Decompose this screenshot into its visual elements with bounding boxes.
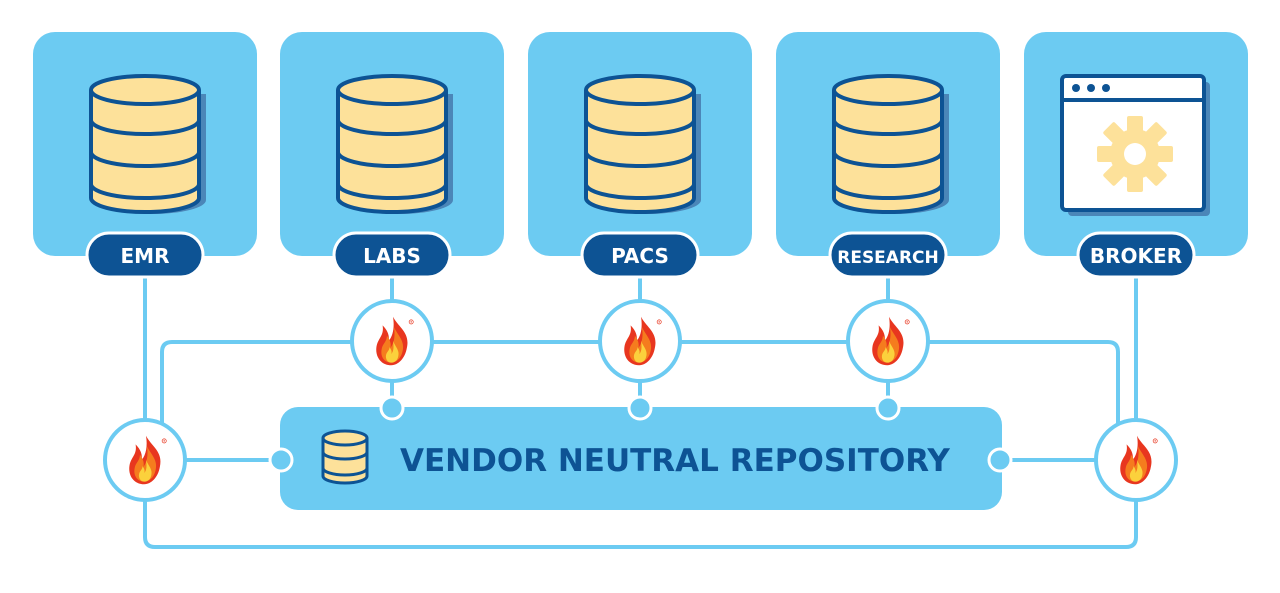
system-tile-research: RESEARCH: [776, 32, 1000, 279]
labs-database-icon: [336, 74, 455, 216]
repository-database-icon: [321, 429, 369, 485]
fhir-node-labs: [350, 299, 434, 383]
outer-loop-line: [143, 498, 1138, 549]
broker-app-gear-icon: [1060, 74, 1210, 216]
research-database-icon: [832, 74, 951, 216]
emr-label: EMR: [121, 244, 170, 268]
system-tile-emr: EMR: [33, 32, 257, 279]
pacs-label-pill: [580, 231, 700, 279]
system-tile-pacs: PACS: [528, 32, 752, 279]
fhir-node-broker: [1094, 418, 1178, 502]
labs-label: LABS: [363, 244, 421, 268]
fhir-nodes: [103, 299, 1178, 502]
emr-database-icon: [89, 74, 208, 216]
labs-label-pill: [332, 231, 452, 279]
connection-dots: [268, 395, 1013, 473]
right-repo-dot: [987, 447, 1013, 473]
repository-label: VENDOR NEUTRAL REPOSITORY: [400, 443, 950, 479]
fhir-node-pacs: [598, 299, 682, 383]
labs-repo-dot: [379, 395, 405, 421]
system-tile-broker: BROKER: [1024, 32, 1248, 279]
research-label: RESEARCH: [837, 248, 939, 268]
pacs-repo-dot: [627, 395, 653, 421]
research-repo-dot: [875, 395, 901, 421]
research-label-pill: [828, 231, 948, 279]
fhir-node-emr: [103, 418, 187, 502]
broker-label: BROKER: [1090, 244, 1182, 268]
repository-box: VENDOR NEUTRAL REPOSITORY: [280, 407, 1002, 510]
pacs-database-icon: [584, 74, 703, 216]
pacs-label: PACS: [611, 244, 669, 268]
left-repo-dot: [268, 447, 294, 473]
fhir-node-research: [846, 299, 930, 383]
emr-label-pill: [85, 231, 205, 279]
system-tiles: EMR LABS PACS RESEARCH BROKER: [33, 32, 1248, 279]
broker-label-pill: [1076, 231, 1196, 279]
system-tile-labs: LABS: [280, 32, 504, 279]
